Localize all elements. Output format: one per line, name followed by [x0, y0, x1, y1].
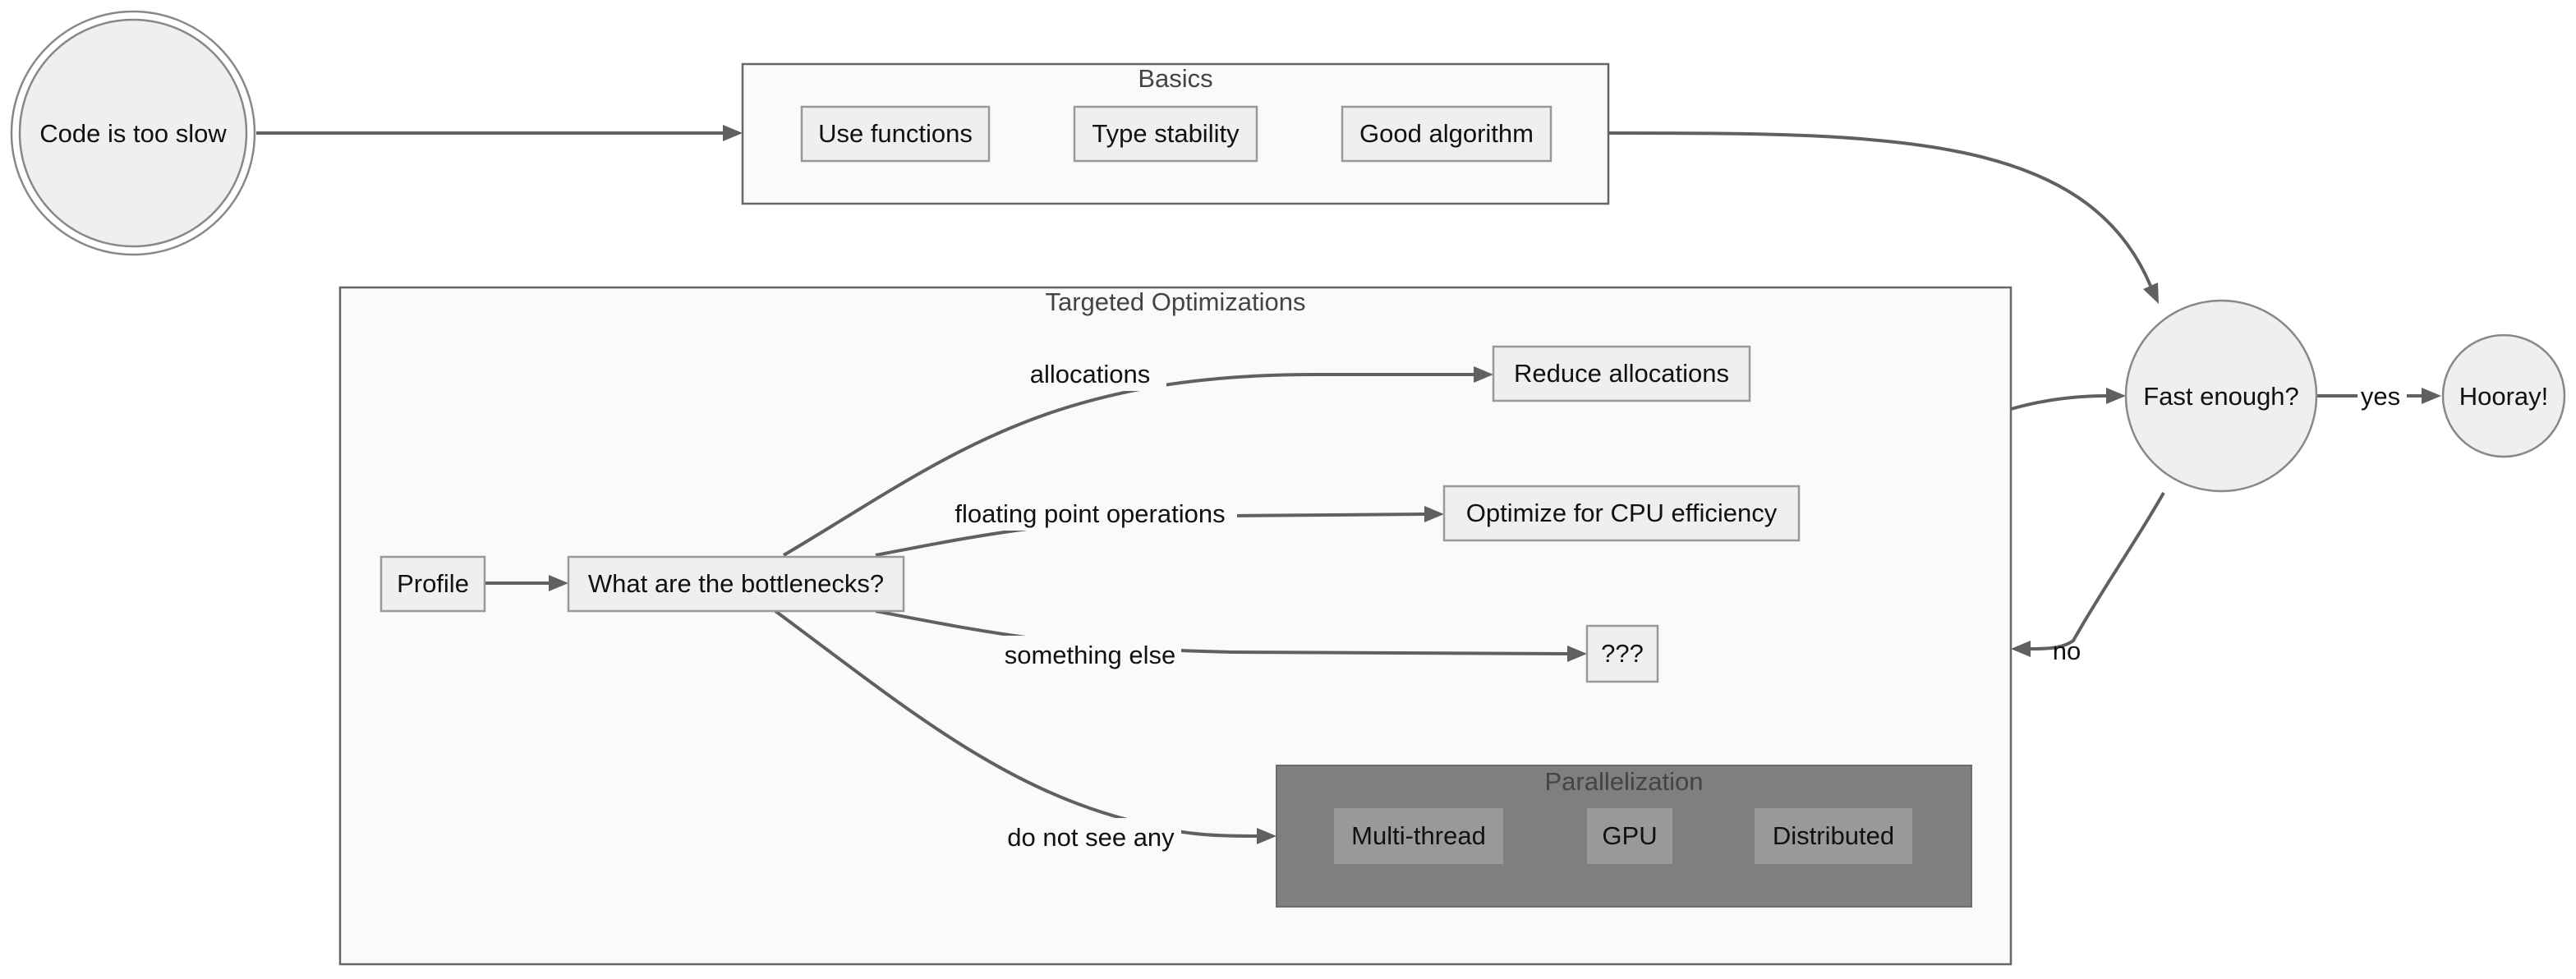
basics-item-label: Type stability	[1092, 119, 1240, 148]
arrowhead	[2011, 641, 2031, 657]
basics-title: Basics	[1138, 64, 1212, 93]
edge-decision-to-targeted	[2030, 492, 2165, 650]
arrowhead	[1474, 366, 1493, 383]
reduce-allocations-label: Reduce allocations	[1514, 359, 1729, 388]
targeted-title: Targeted Optimizations	[1045, 287, 1305, 316]
arrowhead	[1257, 828, 1276, 844]
unknown-node: ???	[1585, 624, 1659, 683]
edge-targeted-to-decision	[2010, 394, 2107, 411]
basics-item-label: Use functions	[818, 119, 973, 148]
edge-label-do-not-see-any: do not see any	[1007, 823, 1175, 852]
edge-label-no: no	[2053, 637, 2081, 665]
profile-node: Profile	[380, 555, 486, 613]
edge-label-yes: yes	[2361, 382, 2400, 411]
basics-item-label: Good algorithm	[1359, 119, 1534, 148]
edge-do-not-see-any	[774, 609, 1258, 838]
arrowhead	[549, 575, 568, 591]
arrowhead	[2422, 388, 2441, 404]
edge-label-something-else: something else	[1005, 641, 1176, 669]
edge-allocations	[782, 373, 1474, 557]
edge-label-flops: floating point operations	[954, 499, 1225, 528]
arrowhead	[2106, 388, 2126, 404]
start-label: Code is too slow	[39, 119, 227, 148]
reduce-allocations-node: Reduce allocations	[1492, 345, 1751, 402]
cpu-efficiency-label: Optimize for CPU efficiency	[1466, 499, 1778, 527]
arrowhead	[723, 125, 743, 141]
basics-node-use-functions: Use functions	[800, 105, 991, 163]
parallelization-title: Parallelization	[1545, 767, 1704, 796]
parallel-node-gpu: GPU	[1587, 808, 1672, 864]
unknown-label: ???	[1601, 639, 1644, 668]
hooray-node: Hooray!	[2441, 333, 2566, 458]
fast-enough-node: Fast enough?	[2124, 299, 2318, 493]
fast-enough-label: Fast enough?	[2143, 382, 2299, 411]
bottlenecks-node: What are the bottlenecks?	[567, 555, 905, 613]
parallel-item-label: Multi-thread	[1351, 821, 1486, 850]
bottlenecks-label: What are the bottlenecks?	[588, 569, 884, 598]
edge-labels: allocations floating point operations so…	[943, 355, 2407, 854]
arrowhead	[1567, 646, 1587, 662]
cpu-efficiency-node: Optimize for CPU efficiency	[1442, 485, 1801, 542]
basics-node-type-stability: Type stability	[1073, 105, 1258, 163]
parallel-node-multi-thread: Multi-thread	[1334, 808, 1503, 864]
parallel-node-distributed: Distributed	[1755, 808, 1912, 864]
parallel-item-label: Distributed	[1773, 821, 1894, 850]
arrowhead	[2143, 283, 2159, 304]
basics-node-good-algorithm: Good algorithm	[1341, 105, 1552, 163]
edge-basics-to-decision	[1608, 131, 2152, 287]
profile-label: Profile	[397, 569, 469, 598]
edge-label-allocations: allocations	[1030, 360, 1150, 388]
arrowhead	[1424, 506, 1444, 522]
hooray-label: Hooray!	[2459, 382, 2549, 411]
parallel-item-label: GPU	[1602, 821, 1657, 850]
start-node: Code is too slow	[10, 10, 256, 256]
